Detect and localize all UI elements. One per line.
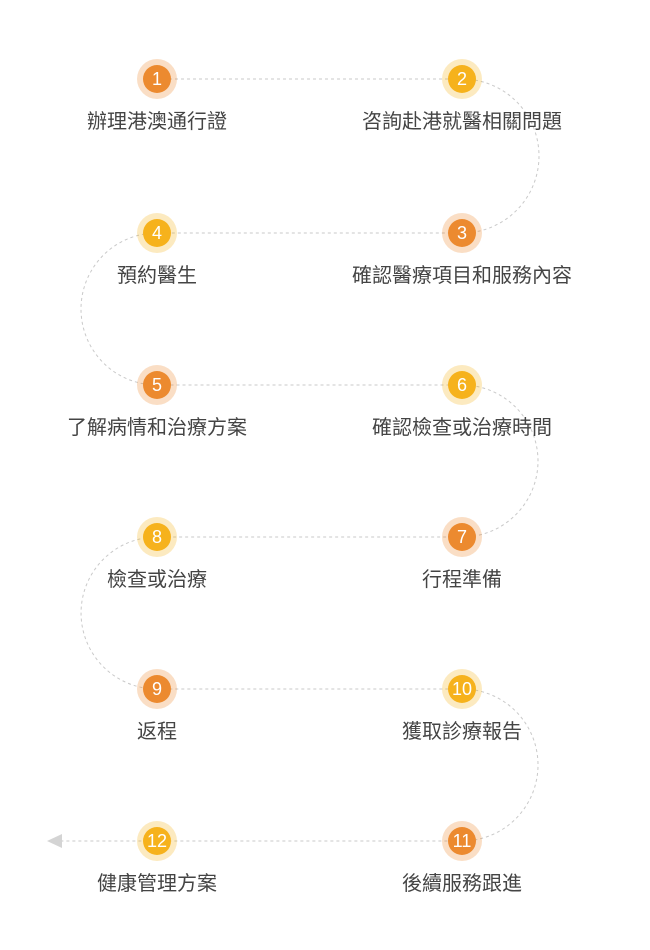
step-badge bbox=[143, 219, 171, 247]
step-1: 1 辦理港澳通行證 bbox=[87, 59, 227, 133]
end-arrow-icon bbox=[47, 834, 62, 848]
step-number: 11 bbox=[453, 831, 472, 851]
step-number: 12 bbox=[147, 831, 167, 851]
step-number: 2 bbox=[457, 69, 467, 89]
step-10: 10 獲取診療報告 bbox=[402, 669, 522, 743]
step-2: 2 咨詢赴港就醫相關問題 bbox=[362, 59, 562, 133]
step-label: 檢查或治療 bbox=[107, 567, 207, 591]
step-label: 咨詢赴港就醫相關問題 bbox=[362, 109, 562, 133]
step-label: 返程 bbox=[137, 719, 177, 743]
step-5: 5 了解病情和治療方案 bbox=[67, 365, 247, 439]
step-badge bbox=[448, 65, 476, 93]
step-number: 9 bbox=[152, 679, 162, 699]
step-number: 3 bbox=[457, 223, 467, 243]
step-12: 12 健康管理方案 bbox=[97, 821, 217, 895]
step-label: 行程準備 bbox=[422, 567, 502, 591]
step-badge bbox=[143, 371, 171, 399]
step-badge bbox=[143, 675, 171, 703]
step-label: 辦理港澳通行證 bbox=[87, 109, 227, 133]
step-badge bbox=[448, 827, 476, 855]
step-4: 4 預約醫生 bbox=[117, 213, 197, 287]
step-label: 確認醫療項目和服務內容 bbox=[352, 263, 572, 287]
step-6: 6 確認檢查或治療時間 bbox=[372, 365, 552, 439]
step-label: 獲取診療報告 bbox=[402, 719, 522, 743]
step-number: 6 bbox=[457, 375, 467, 395]
step-label: 健康管理方案 bbox=[97, 871, 217, 895]
step-badge bbox=[143, 65, 171, 93]
step-3: 3 確認醫療項目和服務內容 bbox=[352, 213, 572, 287]
step-badge bbox=[448, 675, 476, 703]
step-badge bbox=[143, 523, 171, 551]
step-number: 8 bbox=[152, 527, 162, 547]
step-9: 9 返程 bbox=[137, 669, 177, 743]
step-number: 4 bbox=[152, 223, 162, 243]
connector-path bbox=[62, 78, 540, 842]
step-7: 7 行程準備 bbox=[422, 517, 502, 591]
step-number: 1 bbox=[152, 69, 162, 89]
step-badge bbox=[448, 371, 476, 399]
step-8: 8 檢查或治療 bbox=[107, 517, 207, 591]
step-label: 預約醫生 bbox=[117, 263, 197, 287]
step-number: 7 bbox=[457, 527, 467, 547]
step-number: 5 bbox=[152, 375, 162, 395]
step-nodes: 1 辦理港澳通行證 2 咨詢赴港就醫相關問題 3 確認醫療項目和服務內容 4 預約醫生 5 了解病… bbox=[67, 59, 572, 895]
step-badge bbox=[448, 523, 476, 551]
step-label: 後續服務跟進 bbox=[402, 871, 522, 895]
step-11: 11 後續服務跟進 bbox=[402, 821, 522, 895]
step-badge bbox=[143, 827, 171, 855]
step-label: 確認檢查或治療時間 bbox=[372, 415, 552, 439]
step-label: 了解病情和治療方案 bbox=[67, 415, 247, 439]
step-badge bbox=[448, 219, 476, 247]
step-number: 10 bbox=[452, 679, 472, 699]
